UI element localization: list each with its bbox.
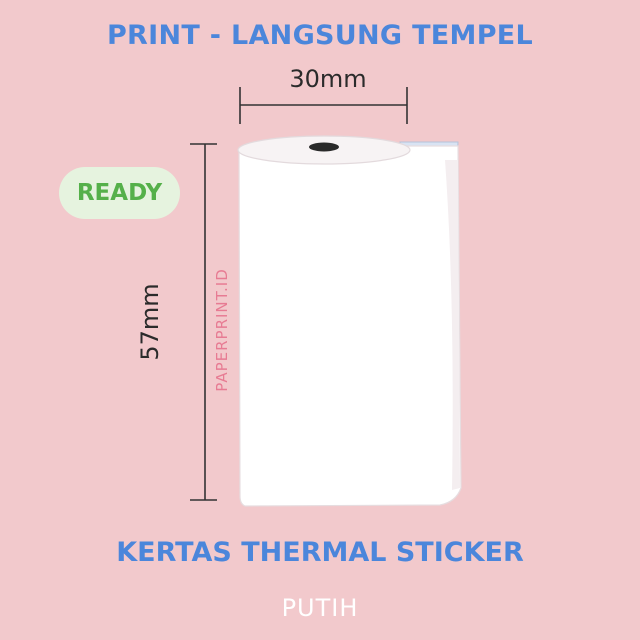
roll-shading [445,160,460,490]
ready-badge-label: READY [76,180,163,206]
width-dimension-line [239,87,408,124]
product-color-label: PUTIH [281,594,359,622]
height-dimension-label: 57mm [136,283,164,361]
headline: PRINT - LANGSUNG TEMPEL [106,20,534,51]
ready-badge: READY [59,167,180,219]
height-dimension-line [190,143,217,501]
roll-core-hole [309,142,339,152]
width-dimension-label: 30mm [289,65,367,93]
roll-body [238,145,462,507]
product-title: KERTAS THERMAL STICKER [116,537,524,568]
watermark: PAPERPRINT.ID [213,268,231,392]
